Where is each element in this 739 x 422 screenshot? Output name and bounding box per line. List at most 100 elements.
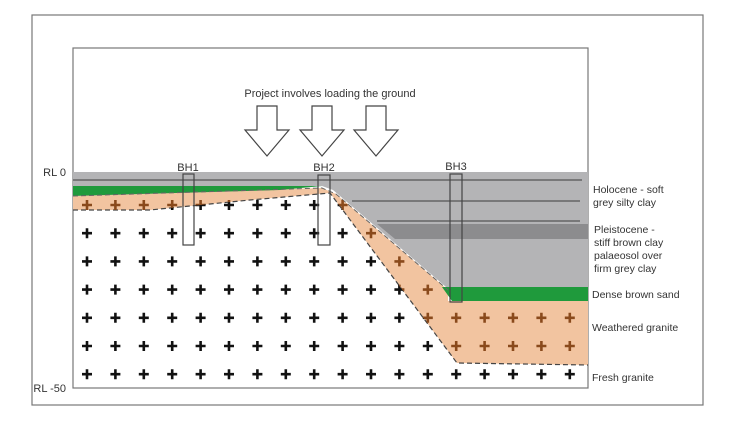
plus-mark xyxy=(110,341,121,351)
plus-mark xyxy=(110,228,121,239)
plus-mark xyxy=(309,284,320,295)
plus-mark xyxy=(82,369,92,380)
plus-mark xyxy=(280,256,291,267)
plus-mark xyxy=(224,369,234,380)
plus-mark xyxy=(110,200,121,210)
plus-mark xyxy=(82,341,92,351)
plus-mark xyxy=(564,312,575,323)
plus-mark xyxy=(82,284,92,295)
plus-mark xyxy=(508,312,518,323)
plus-mark xyxy=(224,312,234,323)
plus-mark xyxy=(366,284,376,295)
plus-mark xyxy=(82,312,92,323)
plus-mark xyxy=(280,200,291,210)
plus-mark xyxy=(337,312,348,323)
plus-mark xyxy=(195,228,206,239)
plus-mark xyxy=(110,312,121,323)
borehole-bh1 xyxy=(182,173,195,246)
legend-pleistocene-1: Pleistocene - xyxy=(594,224,655,236)
plus-mark xyxy=(479,369,490,380)
legend-pleistocene-2: stiff brown clay xyxy=(594,237,664,249)
plus-mark xyxy=(536,341,547,351)
plus-mark xyxy=(536,312,547,323)
plus-mark xyxy=(479,312,490,323)
plus-mark xyxy=(422,284,433,295)
dense-sand-layer-left xyxy=(73,186,322,196)
plus-mark xyxy=(366,369,376,380)
plus-mark xyxy=(309,341,320,351)
down-arrow-icon xyxy=(352,105,400,157)
plus-mark xyxy=(82,256,92,267)
plus-mark xyxy=(167,312,178,323)
plus-mark xyxy=(451,312,462,323)
plus-mark xyxy=(564,369,575,380)
diagram-title: Project involves loading the ground xyxy=(244,88,415,100)
legend-holocene-2: grey silty clay xyxy=(593,197,657,209)
plus-mark xyxy=(252,228,263,239)
legend-holocene-1: Holocene - soft xyxy=(593,184,664,196)
plus-mark xyxy=(422,369,433,380)
plus-mark xyxy=(224,341,234,351)
plus-mark xyxy=(167,341,178,351)
plus-mark xyxy=(337,284,348,295)
legend-pleistocene-3: palaeosol over xyxy=(594,250,663,262)
plus-mark xyxy=(366,256,376,267)
pleistocene-clay-band xyxy=(377,224,588,239)
plus-mark xyxy=(280,228,291,239)
legend: Holocene - soft grey silty clay Pleistoc… xyxy=(592,184,680,384)
plus-mark xyxy=(224,228,234,239)
plus-mark xyxy=(366,341,376,351)
plus-mark xyxy=(138,369,149,380)
borehole-bh3 xyxy=(449,173,463,303)
plus-mark xyxy=(252,256,263,267)
plus-mark xyxy=(394,312,405,323)
plus-mark xyxy=(82,200,92,210)
plus-mark xyxy=(138,341,149,351)
plus-mark xyxy=(309,369,320,380)
weathered-top-dashed xyxy=(72,187,449,291)
plus-mark xyxy=(508,369,518,380)
plus-mark xyxy=(195,341,206,351)
legend-sand: Dense brown sand xyxy=(592,289,680,301)
bh3-label: BH3 xyxy=(445,161,466,173)
plus-mark xyxy=(224,256,234,267)
plus-mark xyxy=(337,369,348,380)
plus-mark xyxy=(110,256,121,267)
plus-mark xyxy=(138,284,149,295)
rock-boundary-dashed xyxy=(73,192,589,366)
plus-mark xyxy=(82,228,92,239)
load-arrows xyxy=(243,105,400,157)
weathered-granite-layer xyxy=(73,188,588,365)
plus-mark xyxy=(195,256,206,267)
plus-mark xyxy=(138,312,149,323)
bh2-label: BH2 xyxy=(313,162,334,174)
plus-mark xyxy=(138,256,149,267)
plus-mark xyxy=(366,228,376,239)
plus-mark xyxy=(110,369,121,380)
plus-mark xyxy=(394,369,405,380)
down-arrow-icon xyxy=(298,105,346,157)
borehole-bh2 xyxy=(317,174,331,246)
plus-mark xyxy=(309,312,320,323)
plus-mark xyxy=(280,312,291,323)
plus-mark xyxy=(167,256,178,267)
plus-mark xyxy=(337,200,348,210)
plus-mark xyxy=(224,284,234,295)
plus-mark xyxy=(422,312,433,323)
plus-mark xyxy=(394,256,405,267)
plus-mark xyxy=(422,341,433,351)
rl-50-label: RL -50 xyxy=(33,383,66,395)
plus-mark xyxy=(280,341,291,351)
plus-mark xyxy=(366,312,376,323)
plus-mark xyxy=(195,369,206,380)
legend-fresh: Fresh granite xyxy=(592,372,654,384)
plus-mark xyxy=(280,284,291,295)
plus-mark xyxy=(195,312,206,323)
layer-lines xyxy=(73,179,582,222)
dense-sand-layer-right xyxy=(442,287,588,301)
plus-mark xyxy=(280,369,291,380)
bh1-label: BH1 xyxy=(177,162,198,174)
plus-mark xyxy=(195,284,206,295)
plus-mark xyxy=(337,228,348,239)
